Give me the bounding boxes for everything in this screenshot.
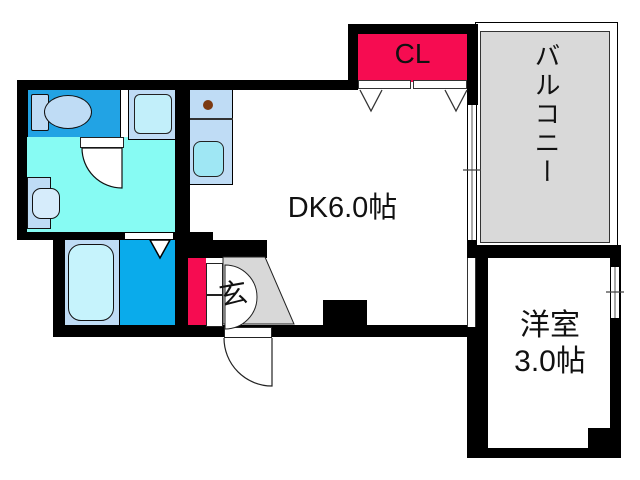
- front-door-leaf: [224, 327, 272, 338]
- wall-balcony-room-divider: [467, 245, 621, 258]
- wall-lower-left: [53, 240, 65, 336]
- washbasin-bowl-icon: [32, 188, 60, 219]
- stove-burner-icon: [203, 100, 213, 110]
- shoe-cabinet-icon: [188, 258, 206, 325]
- western-room-label-line1: 洋室: [520, 309, 580, 342]
- closet-folding-door-icon-left: [359, 89, 383, 113]
- entrance-label: 玄: [216, 276, 250, 312]
- bathroom-folding-door-icon: [148, 239, 172, 260]
- wall-closet-right: [467, 24, 478, 105]
- washroom-door-swing-icon: [81, 147, 123, 189]
- wall-western-room-right: [610, 245, 621, 458]
- wall-washroom-bottom: [17, 232, 213, 240]
- balcony-label: バルコニー: [531, 42, 561, 187]
- closet-folding-door-icon-right: [444, 89, 468, 113]
- wall-western-room-left-lower: [467, 327, 476, 448]
- wall-entrance-top: [175, 240, 267, 258]
- wall-shoe-cabinet-back: [175, 258, 188, 325]
- closet-door-left: [358, 80, 411, 89]
- wall-left-outer: [17, 80, 27, 240]
- entrance-double-door-swing-icon: [224, 264, 258, 330]
- closet-area: [358, 33, 467, 82]
- wall-closet-left: [348, 24, 358, 90]
- balcony-floor: [480, 31, 610, 243]
- closet-label: CL: [394, 38, 431, 69]
- front-door-swing-icon: [223, 337, 273, 387]
- pillar-western-room: [588, 428, 610, 448]
- wall-top: [17, 80, 358, 90]
- wall-western-room-left: [476, 252, 488, 448]
- wall-western-room-bottom: [467, 448, 621, 458]
- dk-western-room-opening: [467, 258, 476, 327]
- pillar-dk: [323, 300, 367, 325]
- dining-kitchen-label: DK6.0帖: [287, 192, 398, 224]
- bathtub-icon: [68, 244, 114, 321]
- wall-closet-top: [348, 24, 478, 34]
- western-room-label: 洋室 3.0帖: [495, 308, 605, 380]
- wall-washroom-kitchen: [175, 88, 190, 240]
- western-room-label-line2: 3.0帖: [514, 345, 586, 378]
- washing-machine-inner-icon: [134, 94, 172, 134]
- bathroom-entry-area: [119, 240, 176, 325]
- counter-divider: [188, 118, 233, 120]
- closet-door-right: [413, 80, 467, 89]
- kitchen-sink-icon: [193, 141, 224, 177]
- toilet-bowl-icon: [44, 95, 92, 129]
